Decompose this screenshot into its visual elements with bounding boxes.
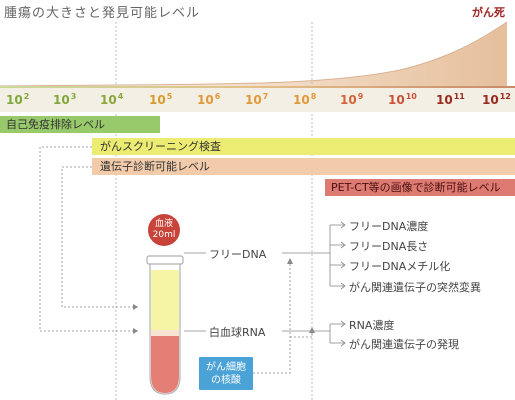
scale-base: 10 (388, 93, 405, 107)
blood-label: 血液 (154, 219, 173, 229)
free-dna-item: がん関連遺伝子の突然変異 (349, 281, 481, 294)
scale-exponent: 5 (166, 92, 173, 101)
wbc-rna-label: 白血球RNA (209, 326, 266, 339)
scale-label-10e8: 108 (293, 92, 316, 107)
connector-cancer-cell (253, 262, 291, 374)
scale-base: 10 (100, 93, 117, 107)
scale-label-10e5: 105 (149, 92, 172, 107)
free-dna-item: フリーDNA長さ (349, 240, 429, 253)
scale-base: 10 (436, 93, 453, 107)
scale-exponent: 2 (23, 92, 30, 101)
cancer-screening-band: がんスクリーニング検査 (92, 138, 515, 155)
blood-sample-badge: 血液 20ml (148, 214, 180, 246)
scale-label-10e9: 109 (340, 92, 363, 107)
scale-base: 10 (53, 93, 70, 107)
scale-exponent: 8 (310, 92, 317, 101)
scale-exponent: 3 (70, 92, 77, 101)
free-dna-item: フリーDNAメチル化 (349, 260, 451, 273)
free-dna-item: フリーDNA濃度 (349, 220, 429, 233)
scale-base: 10 (6, 93, 23, 107)
scale-exponent: 10 (405, 92, 417, 101)
scale-label-10e12: 1012 (482, 92, 511, 107)
scale-exponent: 7 (262, 92, 269, 101)
scale-exponent: 6 (214, 92, 221, 101)
growth-curve-line (0, 21, 508, 87)
cancer-death-label: がん死 (472, 6, 505, 19)
scale-label-10e11: 1011 (436, 92, 465, 107)
scale-label-10e10: 1010 (388, 92, 417, 107)
scale-exponent: 11 (453, 92, 465, 101)
scale-label-10e6: 106 (197, 92, 220, 107)
petct-band: PET-CT等の画像で診断可能レベル (325, 179, 515, 196)
connector-screening (39, 146, 138, 332)
scale-exponent: 4 (117, 92, 124, 101)
page-title: 腫瘍の大きさと発見可能レベル (4, 6, 201, 21)
scale-base: 10 (197, 93, 214, 107)
scale-label-10e3: 103 (53, 92, 76, 107)
scale-label-10e2: 102 (6, 92, 29, 107)
scale-base: 10 (149, 93, 166, 107)
growth-curve-area (0, 22, 507, 86)
connector-gene (61, 166, 138, 308)
scale-base: 10 (293, 93, 310, 107)
rna-item: がん関連遺伝子の発現 (349, 338, 459, 351)
scale-label-10e7: 107 (245, 92, 268, 107)
scale-axis-band (0, 86, 515, 112)
cancer-cell-nucleic-acid-box: がん細胞 の核酸 (199, 357, 253, 390)
scale-base: 10 (482, 93, 499, 107)
gene-diagnosis-band: 遺伝子診断可能レベル (92, 158, 515, 175)
blood-volume: 20ml (152, 230, 176, 240)
scale-base: 10 (245, 93, 262, 107)
scale-axis-line (0, 86, 515, 88)
test-tube (146, 255, 184, 395)
cancer-cell-label: がん細胞 (206, 361, 246, 373)
scale-base: 10 (340, 93, 357, 107)
scale-exponent: 9 (357, 92, 364, 101)
scale-label-10e4: 104 (100, 92, 123, 107)
free-dna-label: フリーDNA (209, 248, 267, 261)
rna-item: RNA濃度 (349, 319, 395, 332)
nucleic-acid-label: の核酸 (211, 374, 241, 386)
scale-exponent: 12 (499, 92, 511, 101)
immune-exclusion-band: 自己免疫排除レベル (0, 116, 160, 133)
